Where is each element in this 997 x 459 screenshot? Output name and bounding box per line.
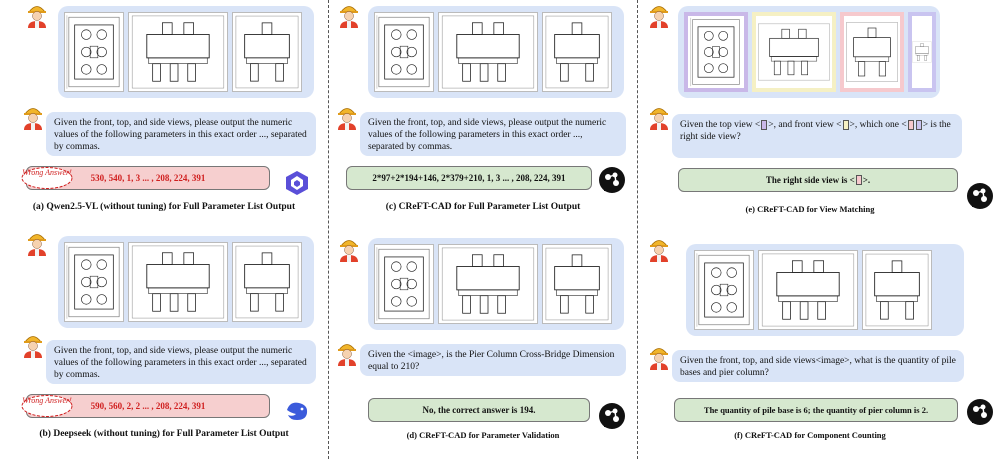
front-view-drawing	[758, 250, 858, 330]
wrong-answer-badge: Wrong Answer!	[20, 166, 74, 190]
side-view-drawing	[862, 250, 932, 330]
top-view-drawing	[64, 12, 124, 92]
candidate-thumb-icon	[907, 119, 914, 130]
brain-icon	[598, 166, 626, 194]
user-avatar-icon	[338, 2, 360, 28]
user-avatar-icon	[336, 104, 358, 130]
front-view-drawing	[438, 12, 538, 92]
column-divider-2	[637, 0, 638, 459]
column-divider-1	[328, 0, 329, 459]
front-view-thumb-icon	[842, 119, 849, 130]
drawing-panel-f	[686, 244, 964, 336]
user-avatar-icon	[22, 332, 44, 358]
question-bubble-a: Given the front, top, and side views, pl…	[46, 112, 316, 156]
answer-bubble-e: The right side view is < >.	[678, 168, 958, 192]
candidate-side-view-1	[840, 12, 904, 92]
top-view-drawing	[374, 12, 434, 92]
side-view-drawing	[542, 12, 612, 92]
top-view-drawing	[694, 250, 754, 330]
top-view-drawing	[374, 244, 434, 324]
side-view-drawing	[542, 244, 612, 324]
caption-e: (e) CReFT-CAD for View Matching	[745, 204, 875, 214]
front-view-drawing	[128, 12, 228, 92]
brain-icon	[966, 182, 994, 210]
user-avatar-icon	[648, 2, 670, 28]
caption-a: (a) Qwen2.5-VL (without tuning) for Full…	[32, 202, 296, 212]
caption-f: (f) CReFT-CAD for Component Counting	[734, 430, 886, 440]
question-bubble-e: Given the top view <>, and front view <>…	[672, 114, 962, 158]
top-view-drawing	[684, 12, 748, 92]
answer-thumb-icon	[855, 175, 862, 185]
answer-bubble-f: The quantity of pile base is 6; the quan…	[674, 398, 958, 422]
caption-c: (c) CReFT-CAD for Full Parameter List Ou…	[385, 202, 581, 212]
question-bubble-f: Given the front, top, and side views<ima…	[672, 350, 964, 382]
question-bubble-d: Given the <image>, is the Pier Column Cr…	[360, 344, 626, 376]
drawing-panel-b	[58, 236, 314, 328]
answer-bubble-c: 2*97+2*194+146, 2*379+210, 1, 3 ... , 20…	[346, 166, 592, 190]
user-avatar-icon	[338, 236, 360, 262]
front-view-drawing	[438, 244, 538, 324]
user-avatar-icon	[26, 2, 48, 28]
drawing-panel-e	[678, 6, 940, 98]
question-bubble-c: Given the front, top, and side views, pl…	[360, 112, 626, 156]
front-view-drawing	[752, 12, 836, 92]
user-avatar-icon	[26, 230, 48, 256]
side-view-drawing	[232, 12, 302, 92]
candidate-thumb-icon	[915, 119, 922, 130]
caption-b: (b) Deepseek (without tuning) for Full P…	[39, 429, 289, 439]
drawing-panel-a	[58, 6, 314, 98]
drawing-panel-c	[368, 6, 624, 98]
user-avatar-icon	[648, 236, 670, 262]
candidate-side-view-2	[908, 12, 936, 92]
top-view-thumb-icon	[761, 119, 768, 130]
qwen-logo-icon	[284, 170, 310, 196]
drawing-panel-d	[368, 238, 624, 330]
deepseek-logo-icon	[284, 398, 310, 424]
top-view-drawing	[64, 242, 124, 322]
user-avatar-icon	[336, 340, 358, 366]
user-avatar-icon	[648, 104, 670, 130]
caption-d: (d) CReFT-CAD for Parameter Validation	[406, 430, 560, 440]
wrong-answer-badge: Wrong Answer!	[20, 394, 74, 418]
user-avatar-icon	[648, 344, 670, 370]
front-view-drawing	[128, 242, 228, 322]
question-bubble-b: Given the front, top, and side views, pl…	[46, 340, 316, 384]
brain-icon	[598, 402, 626, 430]
brain-icon	[966, 398, 994, 426]
answer-bubble-d: No, the correct answer is 194.	[368, 398, 590, 422]
user-avatar-icon	[22, 104, 44, 130]
side-view-drawing	[232, 242, 302, 322]
